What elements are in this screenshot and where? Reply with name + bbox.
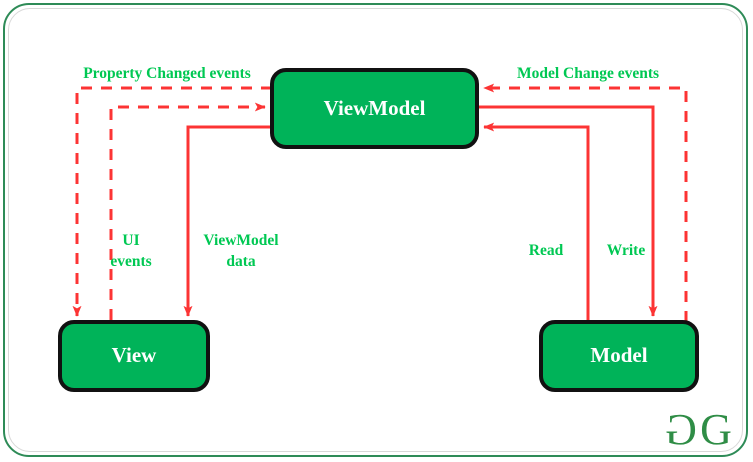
label-viewmodel-data: ViewModel data (203, 232, 279, 270)
view-label: View (112, 343, 158, 367)
label-read: Read (529, 242, 564, 259)
label-write: Write (607, 242, 646, 259)
edge-read (483, 122, 590, 322)
edge-write (477, 105, 658, 317)
edge-ui-events (109, 102, 266, 320)
logo-mirrored-g-icon: G (665, 405, 697, 454)
label-model-change-events: Model Change events (517, 65, 659, 82)
label-ui-events-line1: UI (122, 232, 139, 249)
view-box[interactable] (58, 320, 210, 392)
edge-viewmodel-data (183, 125, 272, 317)
node-viewmodel[interactable]: ViewModel (270, 68, 479, 149)
model-label: Model (590, 343, 647, 367)
label-viewmodel-data-line1: ViewModel (203, 232, 279, 249)
label-property-changed-events: Property Changed events (83, 65, 251, 82)
viewmodel-label: ViewModel (324, 96, 426, 120)
viewmodel-box[interactable] (270, 68, 479, 149)
geeksforgeeks-logo: G G (665, 405, 732, 454)
model-box[interactable] (539, 320, 699, 392)
edge-property-changed-events (72, 86, 272, 317)
label-viewmodel-data-line2: data (226, 253, 256, 270)
label-ui-events-line2: events (110, 253, 151, 270)
label-ui-events: UI events (110, 232, 151, 270)
node-view[interactable]: View (58, 320, 210, 392)
edge-model-change-events (483, 83, 688, 322)
node-model[interactable]: Model (539, 320, 699, 392)
logo-g-icon: G (700, 405, 732, 454)
